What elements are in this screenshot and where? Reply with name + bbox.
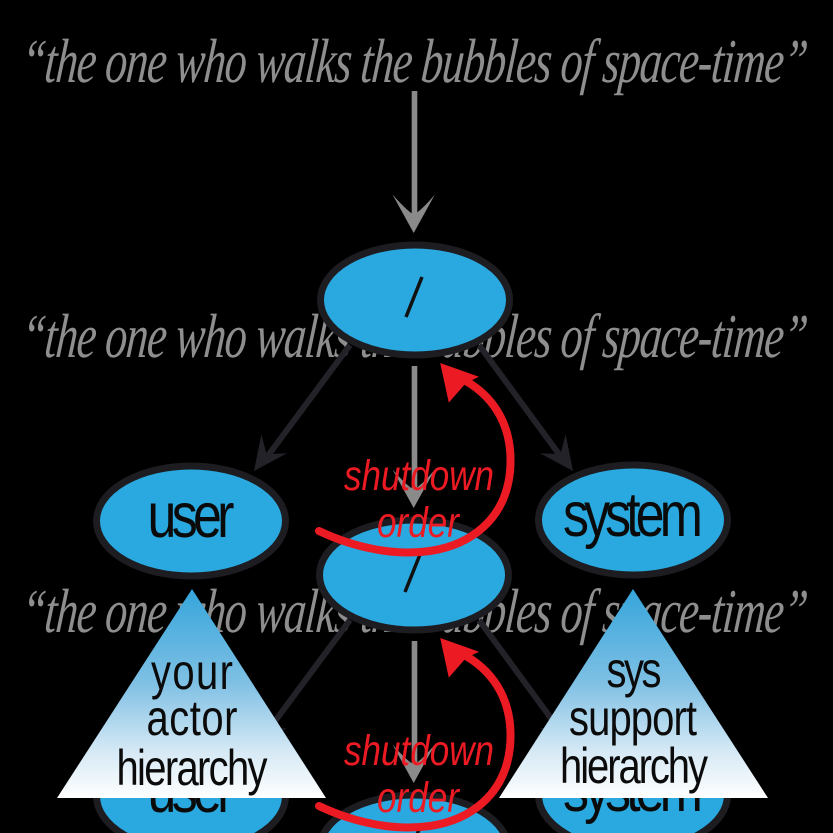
svg-text:user: user [148,480,235,551]
svg-text:your: your [151,644,233,700]
svg-text:hierarchy: hierarchy [560,738,708,794]
svg-text:actor: actor [147,690,238,746]
svg-text:hierarchy: hierarchy [116,740,267,796]
svg-text:sys: sys [607,642,662,698]
svg-text:support: support [569,690,697,746]
svg-text:“the one who walks the bubbles: “the one who walks the bubbles of space-… [19,27,811,96]
svg-text:system: system [563,479,703,550]
